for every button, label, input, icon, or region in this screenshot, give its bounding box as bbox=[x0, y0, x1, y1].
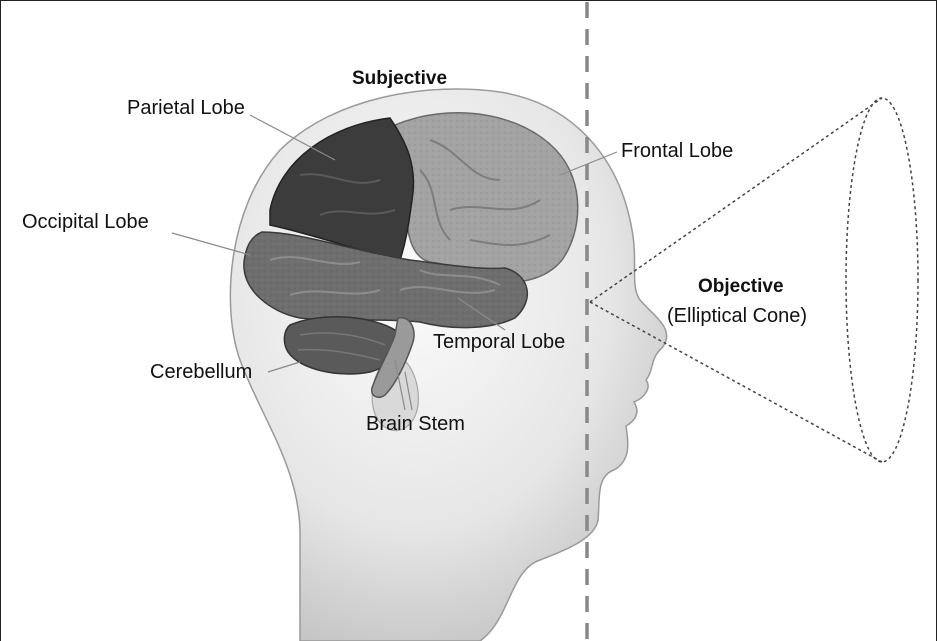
frontal-lobe-label: Frontal Lobe bbox=[621, 140, 733, 162]
parietal-lobe-label: Parietal Lobe bbox=[127, 97, 245, 119]
brain-stem-label: Brain Stem bbox=[366, 413, 465, 435]
subjective-label: Subjective bbox=[352, 68, 447, 90]
objective-label: Objective bbox=[698, 276, 784, 298]
occipital-lobe-label: Occipital Lobe bbox=[22, 211, 149, 233]
objective-subtitle: (Elliptical Cone) bbox=[667, 305, 807, 327]
temporal-lobe-label: Temporal Lobe bbox=[433, 331, 565, 353]
cerebellum-label: Cerebellum bbox=[150, 361, 252, 383]
